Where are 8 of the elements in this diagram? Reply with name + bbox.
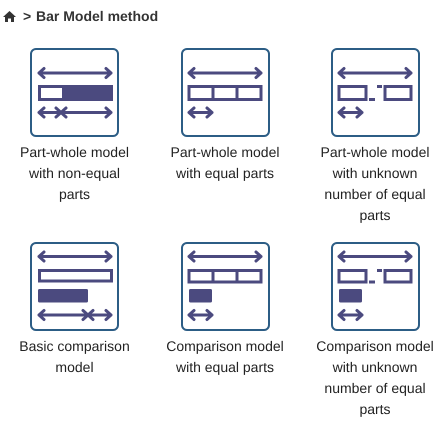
node-label: Comparison model with unknown number of equal parts: [315, 337, 435, 419]
breadcrumb-separator: >: [23, 8, 32, 24]
node-label: Basic comparison model: [18, 337, 131, 377]
page-title: Bar Model method: [36, 8, 158, 24]
node-label: Part-whole model with unknown number of equal parts: [320, 143, 430, 225]
node-label: Comparison model with equal parts: [165, 337, 285, 377]
node-label: Part-whole model with equal parts: [170, 143, 280, 183]
node-label: Part-whole model with non-equal parts: [19, 143, 130, 204]
